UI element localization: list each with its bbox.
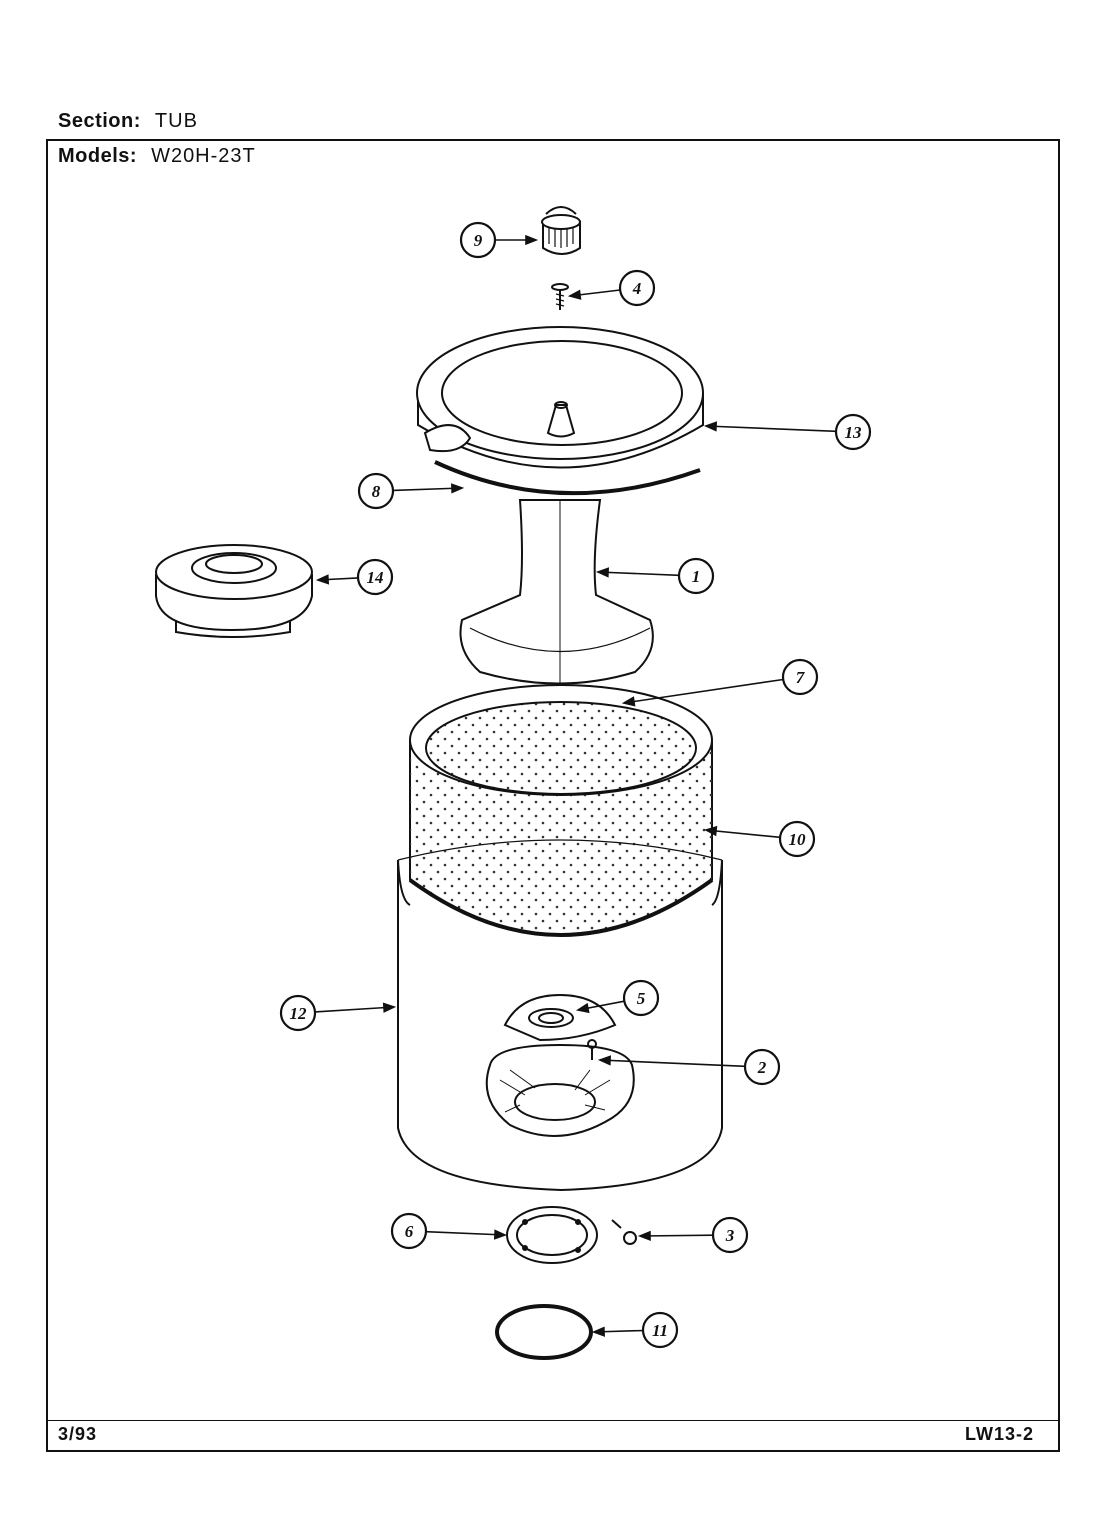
part-spin-basket [408,684,714,937]
callout-11: 11 [591,1311,679,1349]
part-gasket [434,460,701,496]
models-value: W20H-23T [151,145,256,167]
callout-number: 1 [692,567,701,586]
callout-3: 3 [637,1216,749,1254]
part-o-ring [495,1304,593,1360]
callout-number: 3 [725,1226,735,1245]
part-screw-tub [587,1039,597,1060]
models-label: Models: [58,145,138,167]
callout-number: 11 [652,1321,668,1340]
footer-code: LW13-2 [965,1424,1035,1444]
callout-balloon [641,1311,679,1349]
callout-leader [392,487,463,492]
callout-arrowhead [621,696,636,707]
callout-balloon [834,413,872,451]
callout-balloon [279,994,317,1032]
callout-leader [597,571,680,577]
callout-10: 10 [703,820,816,858]
callout-balloon [390,1212,428,1250]
callout-balloon [743,1048,781,1086]
callout-13: 13 [703,413,872,451]
callout-arrowhead [597,1055,612,1066]
callout-7: 7 [621,658,819,707]
part-tub-cover [416,326,704,469]
callout-balloon [711,1216,749,1254]
footer-date: 3/93 [58,1424,98,1444]
callout-balloon [677,557,715,595]
part-agitator [459,499,654,690]
callout-balloon [781,658,819,696]
callout-balloon [778,820,816,858]
callout-number: 10 [789,830,807,849]
section-value: TUB [154,110,198,132]
callout-leader [623,678,784,704]
callout-6: 6 [390,1212,508,1250]
callout-arrowhead [382,1002,397,1013]
callout-arrowhead [451,483,465,494]
callout-leader [639,1234,714,1237]
section-heading: Section: TUB [58,110,198,133]
callout-leader [705,425,837,433]
callout-4: 4 [567,269,656,307]
callout-balloon [622,979,660,1017]
callout-number: 4 [632,279,642,298]
callout-8: 8 [357,472,465,510]
section-label: Section: [58,110,141,132]
callout-14: 14 [315,558,394,596]
callout-5: 5 [575,979,660,1017]
callout-number: 12 [290,1004,308,1023]
callout-balloon [618,269,656,307]
callout-9: 9 [459,221,539,259]
callout-arrowhead [703,421,718,432]
callout-arrowhead [567,289,582,300]
callout-2: 2 [597,1048,781,1086]
callout-number: 8 [372,482,381,501]
models-heading: Models: W20H-23T [58,145,256,168]
callout-12: 12 [279,994,397,1032]
callout-number: 7 [796,668,806,687]
callout-number: 2 [757,1058,767,1077]
callout-arrowhead [591,1326,605,1337]
part-bolt [611,1219,637,1245]
callout-arrowhead [637,1230,651,1242]
diagram-frame [46,139,1060,1452]
callout-balloon [357,472,395,510]
footer-divider [46,1420,1060,1421]
callout-balloon [459,221,497,259]
callout-layer: 9 4 13 8 14 1 7 10 12 5 2 6 3 11 [279,221,872,1349]
callout-arrowhead [493,1229,508,1240]
callout-arrowhead [595,567,610,578]
callout-arrowhead [575,1002,590,1014]
callout-arrowhead [525,234,539,246]
callout-number: 13 [845,423,863,442]
callout-leader [599,1059,746,1068]
callout-balloon [356,558,394,596]
callout-leader [705,829,781,839]
callout-arrowhead [703,825,718,837]
callout-leader [425,1230,506,1236]
part-screw-top [551,283,569,310]
callout-number: 6 [405,1222,414,1241]
part-softener-dispenser [155,544,313,638]
part-agitator-cap [541,206,581,255]
part-flange-ring [506,1206,598,1264]
callout-number: 5 [637,989,646,1008]
callout-number: 9 [474,231,483,250]
callout-leader [314,1006,395,1013]
callout-number: 14 [367,568,384,587]
callout-1: 1 [595,557,715,595]
callout-arrowhead [315,574,330,585]
